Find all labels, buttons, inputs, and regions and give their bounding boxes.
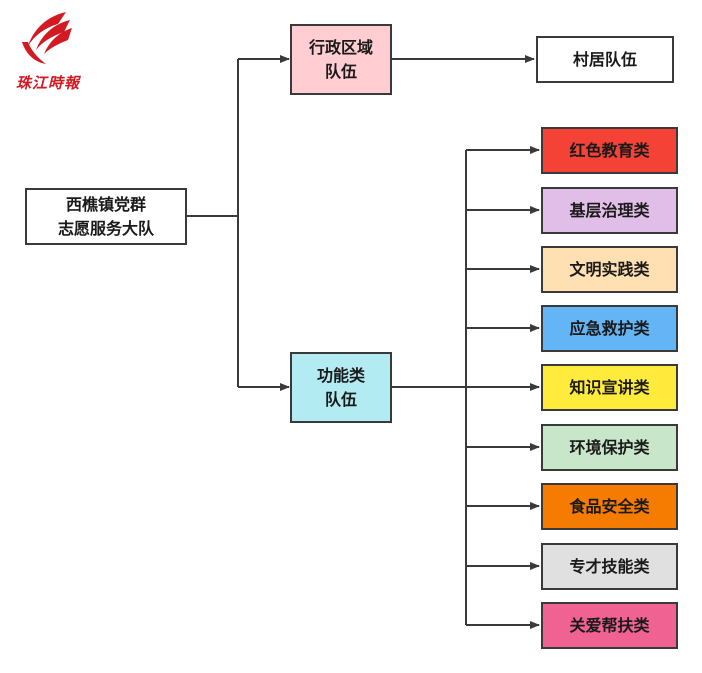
category-node: 红色教育类	[541, 127, 678, 174]
root-node-line2: 志愿服务大队	[57, 218, 154, 238]
logo-mark-icon	[22, 12, 72, 64]
category-node: 关爱帮扶类	[541, 602, 678, 649]
category-node: 文明实践类	[541, 246, 678, 293]
category-node: 基层治理类	[541, 187, 678, 234]
category-label: 应急救护类	[569, 318, 650, 338]
newspaper-logo: 珠江時報	[8, 6, 88, 96]
category-label: 环境保护类	[569, 437, 650, 457]
category-label: 关爱帮扶类	[569, 615, 650, 635]
category-node: 专才技能类	[541, 543, 678, 590]
logo-text: 珠江時報	[15, 74, 80, 92]
village-team-node: 村居队伍	[536, 36, 674, 83]
category-node: 食品安全类	[541, 483, 678, 530]
category-label: 基层治理类	[569, 200, 650, 220]
admin-team-line1: 行政区域	[308, 37, 373, 57]
root-node: 西樵镇党群 志愿服务大队	[25, 188, 187, 245]
functional-team-line2: 队伍	[324, 389, 357, 409]
category-node: 知识宣讲类	[541, 364, 678, 411]
category-label: 红色教育类	[569, 140, 650, 160]
admin-team-line2: 队伍	[324, 61, 357, 81]
category-label: 文明实践类	[569, 259, 650, 279]
root-node-line1: 西樵镇党群	[65, 194, 146, 214]
category-node: 应急救护类	[541, 305, 678, 352]
functional-team-node: 功能类 队伍	[290, 352, 392, 423]
category-label: 食品安全类	[569, 496, 650, 516]
category-node: 环境保护类	[541, 424, 678, 471]
village-team-label: 村居队伍	[572, 49, 637, 69]
functional-team-line1: 功能类	[316, 365, 365, 385]
admin-team-node: 行政区域 队伍	[290, 24, 392, 95]
category-label: 知识宣讲类	[569, 377, 650, 397]
category-label: 专才技能类	[569, 556, 650, 576]
